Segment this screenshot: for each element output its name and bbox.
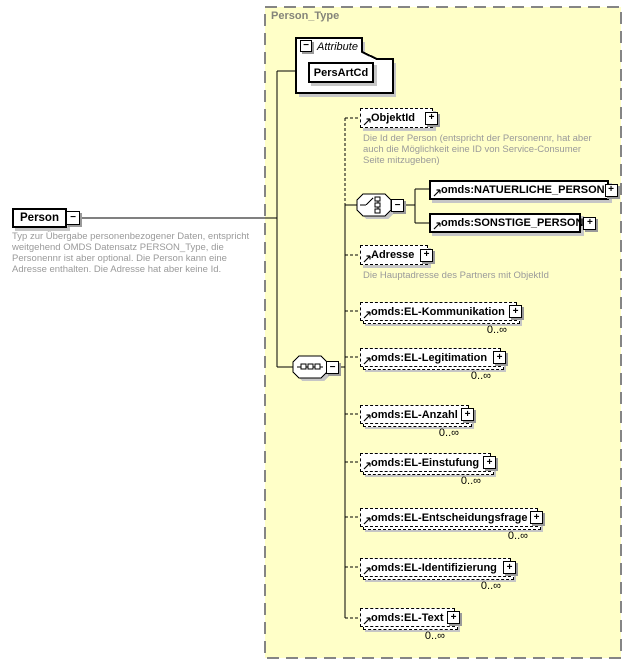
element-label: omds:EL-Einstufung [371,456,480,469]
occurrence-label: 0..∞ [438,427,459,439]
element-reference-icon [433,189,441,197]
solid-connectors [80,70,429,618]
person-annotation: Typ zur Übergabe personenbezogener Daten… [12,231,250,275]
expand-icon[interactable]: + [530,511,543,524]
collapse-icon[interactable]: − [300,40,312,52]
sequence-compositor-icon[interactable] [292,355,330,381]
element-el-kommunikation[interactable]: omds:EL-Kommunikation + [360,302,522,326]
occurrence-label: 0..∞ [480,580,501,592]
expand-icon[interactable]: + [420,248,433,262]
expand-icon[interactable]: + [493,351,506,364]
element-label: ObjektId [371,112,416,124]
element-label: omds:EL-Kommunikation [371,305,505,318]
attribute-section-label: Attribute [317,41,358,53]
attribute-persartcd[interactable]: PersArtCd [308,62,374,83]
choice-compositor-icon[interactable] [356,193,394,219]
element-reference-icon [363,311,371,319]
element-el-entscheidungsfrage[interactable]: omds:EL-Entscheidungsfrage + [360,508,543,532]
element-reference-icon [433,222,441,230]
occurrence-label: 0..∞ [470,370,491,382]
element-objektid[interactable]: ObjektId + [360,108,438,128]
element-reference-icon [363,118,371,126]
element-label: Adresse [371,249,415,261]
element-el-text[interactable]: omds:EL-Text + [360,608,460,632]
occurrence-label: 0..∞ [424,630,445,642]
dashed-connectors [344,117,360,619]
element-sonstige-person[interactable]: omds:SONSTIGE_PERSON + [429,213,597,233]
type-container-box [264,6,622,659]
objektid-annotation: Die Id der Person (entspricht der Person… [363,133,592,166]
occurrence-label: 0..∞ [507,530,528,542]
element-reference-icon [363,414,371,422]
element-label: omds:EL-Anzahl [371,408,458,421]
element-el-identifizierung[interactable]: omds:EL-Identifizierung + [360,558,516,582]
element-reference-icon [363,462,371,470]
element-reference-icon [363,255,371,263]
element-person[interactable]: Person [12,208,67,228]
element-label: omds:SONSTIGE_PERSON [441,217,584,229]
element-adresse[interactable]: Adresse + [360,245,433,265]
element-el-einstufung[interactable]: omds:EL-Einstufung + [360,453,496,477]
expand-icon[interactable]: + [447,611,460,624]
element-natuerliche-person[interactable]: omds:NATUERLICHE_PERSON + [429,180,618,200]
collapse-icon[interactable]: − [391,199,404,212]
expand-icon[interactable]: + [604,183,618,197]
element-label: omds:EL-Identifizierung [371,561,497,574]
element-label: omds:NATUERLICHE_PERSON [441,184,605,196]
element-label: omds:EL-Legitimation [371,351,488,364]
expand-icon[interactable]: + [503,561,516,574]
element-reference-icon [363,567,371,575]
element-el-legitimation[interactable]: omds:EL-Legitimation + [360,348,506,372]
expand-icon[interactable]: + [425,111,438,125]
expand-icon[interactable]: + [583,216,597,230]
collapse-icon[interactable]: − [66,211,80,225]
occurrence-label: 0..∞ [460,475,481,487]
element-reference-icon [363,517,371,525]
expand-icon[interactable]: + [509,305,522,318]
element-label: omds:EL-Entscheidungsfrage [371,511,528,524]
element-label: omds:EL-Text [371,611,444,624]
type-container-title: Person_Type [271,10,340,22]
element-el-anzahl[interactable]: omds:EL-Anzahl + [360,405,474,429]
expand-icon[interactable]: + [483,456,496,469]
element-reference-icon [363,357,371,365]
expand-icon[interactable]: + [461,408,474,421]
collapse-icon[interactable]: − [326,361,339,374]
adresse-annotation: Die Hauptadresse des Partners mit Objekt… [363,270,549,281]
occurrence-label: 0..∞ [486,324,507,336]
element-reference-icon [363,617,371,625]
